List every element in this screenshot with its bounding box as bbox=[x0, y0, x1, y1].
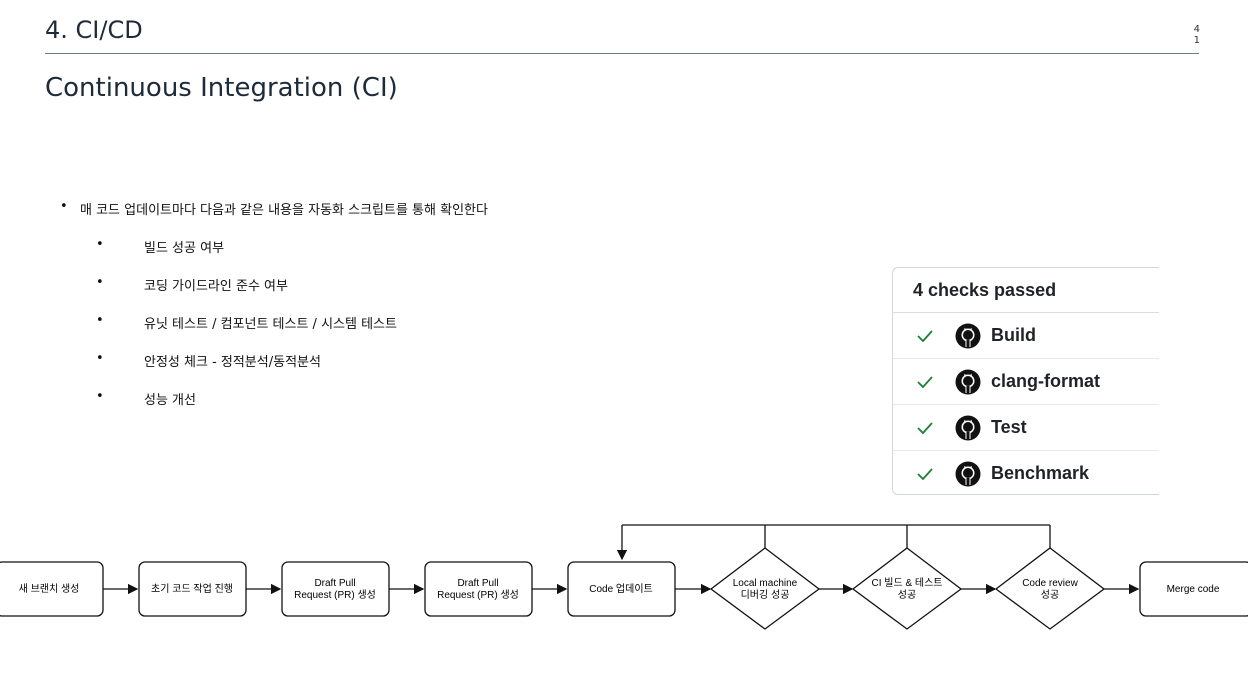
sub-bullet-text: 안정성 체크 - 정적분석/동적분석 bbox=[144, 355, 321, 370]
check-label: Build bbox=[991, 325, 1036, 345]
bullet-dot: • bbox=[96, 389, 104, 404]
page-number: 4 1 bbox=[1180, 24, 1200, 46]
flow-decision-ci-build-test: CI 빌드 & 테스트 성공 bbox=[851, 547, 963, 630]
flow-step-initial-work: 초기 코드 작업 진행 bbox=[138, 561, 247, 617]
bullet-dot: • bbox=[96, 275, 104, 290]
bullet-dot: • bbox=[60, 199, 68, 214]
check-icon bbox=[905, 329, 945, 342]
sub-bullet: • 성능 개선 bbox=[96, 389, 196, 408]
checks-panel-title: 4 checks passed bbox=[893, 268, 1159, 313]
flow-step-label: 새 브랜치 생성 bbox=[19, 583, 80, 595]
page-number-bottom: 1 bbox=[1193, 35, 1200, 46]
flow-decision-label: 성공 bbox=[898, 589, 916, 601]
check-label: Benchmark bbox=[991, 463, 1090, 483]
github-icon bbox=[955, 323, 981, 348]
sub-bullet: • 코딩 가이드라인 준수 여부 bbox=[96, 275, 288, 294]
flow-step-label: Draft Pull bbox=[457, 578, 498, 589]
flow-decision-label: CI 빌드 & 테스트 bbox=[871, 577, 942, 589]
flow-step-label: Merge code bbox=[1167, 584, 1220, 595]
check-label: Test bbox=[991, 417, 1027, 437]
sub-bullet-text: 빌드 성공 여부 bbox=[144, 241, 225, 256]
flow-step-merge-code: Merge code bbox=[1139, 561, 1248, 617]
check-icon bbox=[905, 421, 945, 434]
flow-step-draft-pr-1: Draft Pull Request (PR) 생성 bbox=[281, 561, 390, 617]
flow-step-label: Draft Pull bbox=[314, 578, 355, 589]
flow-decision-label: 디버깅 성공 bbox=[741, 589, 790, 601]
bullet-dot: • bbox=[96, 313, 104, 328]
flow-step-code-update: Code 업데이트 bbox=[567, 561, 676, 617]
sub-bullet-text: 성능 개선 bbox=[144, 393, 196, 408]
check-row-test[interactable]: Test bbox=[893, 405, 1159, 451]
bullet-dot: • bbox=[96, 237, 104, 252]
ci-flow-diagram: 새 브랜치 생성 초기 코드 작업 진행 Draft Pull Request … bbox=[0, 524, 1248, 630]
check-icon bbox=[905, 467, 945, 480]
checks-panel: 4 checks passed Build clang-format bbox=[892, 267, 1159, 495]
check-label: clang-format bbox=[991, 371, 1101, 391]
sub-bullet: • 빌드 성공 여부 bbox=[96, 237, 224, 256]
check-row-benchmark[interactable]: Benchmark bbox=[893, 451, 1159, 496]
page-number-top: 4 bbox=[1193, 24, 1200, 35]
check-row-clang-format[interactable]: clang-format bbox=[893, 359, 1159, 405]
slide-title: Continuous Integration (CI) bbox=[45, 73, 398, 103]
flow-step-draft-pr-2: Draft Pull Request (PR) 생성 bbox=[424, 561, 533, 617]
flow-step-label: Request (PR) 생성 bbox=[294, 589, 376, 601]
flow-decision-label: 성공 bbox=[1041, 589, 1059, 601]
header-divider bbox=[45, 53, 1199, 54]
flow-step-new-branch: 새 브랜치 생성 bbox=[0, 561, 104, 617]
feedback-loop bbox=[616, 524, 1051, 561]
main-bullet: • 매 코드 업데이트마다 다음과 같은 내용을 자동화 스크립트를 통해 확인… bbox=[60, 199, 488, 218]
github-icon bbox=[955, 415, 981, 440]
sub-bullet-text: 유닛 테스트 / 컴포넌트 테스트 / 시스템 테스트 bbox=[144, 317, 397, 332]
check-row-build[interactable]: Build bbox=[893, 313, 1159, 359]
sub-bullet: • 유닛 테스트 / 컴포넌트 테스트 / 시스템 테스트 bbox=[96, 313, 397, 332]
flow-decision-local-debug: Local machine 디버깅 성공 bbox=[709, 547, 821, 630]
flow-decision-label: Code review bbox=[1022, 578, 1078, 589]
main-bullet-text: 매 코드 업데이트마다 다음과 같은 내용을 자동화 스크립트를 통해 확인한다 bbox=[80, 203, 488, 218]
sub-bullet-text: 코딩 가이드라인 준수 여부 bbox=[144, 279, 288, 294]
github-icon bbox=[955, 461, 981, 486]
github-icon bbox=[955, 369, 981, 394]
bullet-dot: • bbox=[96, 351, 104, 366]
check-icon bbox=[905, 375, 945, 388]
flow-step-label: Request (PR) 생성 bbox=[437, 589, 519, 601]
flow-decision-label: Local machine bbox=[733, 578, 798, 589]
flow-decision-code-review: Code review 성공 bbox=[994, 547, 1106, 630]
sub-bullet: • 안정성 체크 - 정적분석/동적분석 bbox=[96, 351, 321, 370]
flow-step-label: Code 업데이트 bbox=[589, 582, 653, 595]
section-title: 4. CI/CD bbox=[45, 16, 143, 44]
flow-step-label: 초기 코드 작업 진행 bbox=[151, 582, 233, 595]
